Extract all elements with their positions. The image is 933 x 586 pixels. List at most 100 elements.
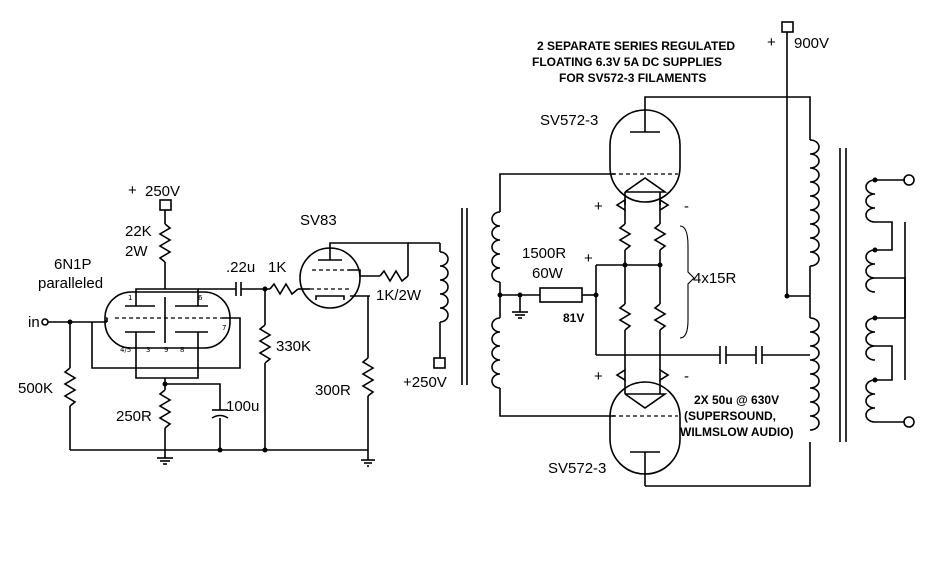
anode-resistor-power: 2W: [125, 243, 148, 260]
cathode-cap-wire: [165, 383, 221, 410]
sv83-cathode: [315, 295, 345, 300]
grid-stopper-label: 1K: [268, 259, 286, 276]
interstage-transformer: +250V 1500R 60W 81V: [403, 173, 615, 417]
opt-secondary-1: [865, 179, 876, 223]
bottom-sv572-label: SV572-3: [548, 460, 606, 477]
input-label: in: [28, 314, 40, 331]
b-plus-900-sign: +: [767, 34, 776, 51]
cathode-parallel-wire: [135, 332, 199, 379]
sec-link-3: [875, 345, 893, 381]
cathode-common-junction: [593, 292, 599, 298]
sv83-anode-to-opt-wire: [329, 242, 409, 256]
grid-parallel-wire: [91, 317, 241, 369]
b-plus-250-terminal-bottom: [433, 357, 446, 369]
sv83-stage: .22u 1K 330K SV83 1K/2W 300R: [198, 212, 430, 467]
cathode-resistor-250r: [158, 389, 172, 429]
fil-resistor-3: [618, 303, 632, 331]
bottom-anode-to-opt-wire: [645, 442, 811, 487]
supply-note-line-2: FLOATING 6.3V 5A DC SUPPLIES: [532, 55, 722, 69]
top-fil-plus: +: [594, 198, 603, 215]
coupling-cap-label: .22u: [226, 259, 255, 276]
bottom-fil-minus: -: [684, 368, 689, 385]
caps-note-line-2: (SUPERSOUND,: [684, 409, 776, 423]
grid-leak-330k: [258, 324, 272, 364]
6n1p-name: 6N1P: [54, 256, 92, 273]
pin-4-5: 4/5: [120, 346, 131, 354]
interstage-secondary-bottom: [491, 317, 501, 389]
b-plus-900-label: 900V: [794, 35, 829, 52]
screen-resistor-1k-2w: [379, 269, 409, 283]
bias-resistor-1500r: [539, 287, 583, 303]
bias-junction-left: [497, 292, 503, 298]
pin-9: 9: [164, 346, 168, 354]
b-plus-top-sign: +: [128, 182, 137, 199]
b-plus-250-top-label: 250V: [145, 183, 180, 200]
opt-secondary-3: [865, 317, 876, 361]
top-sv572-label: SV572-3: [540, 112, 598, 129]
bottom-sv572-filament: [624, 393, 668, 409]
fil-resistor-2: [653, 223, 667, 251]
top-sv572-filament: [624, 177, 668, 193]
fil-mid-junction-2: [657, 262, 663, 268]
pin-7: 7: [222, 324, 226, 332]
supply-note-line-3: FOR SV572-3 FILAMENTS: [559, 71, 706, 85]
bottom-grid-wire: [499, 388, 615, 417]
bias-voltage-label: 81V: [563, 311, 584, 325]
bottom-fil-arrows: [615, 368, 670, 382]
opt-secondary-2: [865, 249, 876, 293]
b-plus-250-bottom-label: +250V: [403, 374, 447, 391]
fil-mid-junction-1: [622, 262, 628, 268]
opt-primary-top: [809, 139, 820, 267]
grid-stopper-1k: [269, 282, 299, 296]
output-transformer: + 900V: [767, 21, 915, 442]
notes: 2 SEPARATE SERIES REGULATED FLOATING 6.3…: [532, 39, 794, 439]
bottom-fil-plus: +: [594, 368, 603, 385]
sec-link-1: [875, 221, 893, 251]
caps-note-line-3: WILMSLOW AUDIO): [680, 425, 794, 439]
fil-resistor-4: [653, 303, 667, 331]
anode-resistor-22k: [158, 223, 172, 263]
opt-primary-bottom: [809, 317, 820, 431]
input-stage: in 500K 1 6 2 7 4/5 3 9 8 6N1P parallele…: [18, 182, 368, 465]
sec-link-2: [875, 277, 906, 319]
ground-junction-1: [217, 447, 223, 453]
top-output-tube: SV572-3 + -: [540, 96, 790, 215]
fil-resistor-bracket: [679, 225, 695, 339]
pin-1: 1: [128, 294, 132, 302]
interstage-secondary-top: [491, 211, 501, 283]
fil-resistor-label: 4x15R: [693, 270, 737, 287]
sv83-cathode-resistor-300r: [361, 357, 375, 397]
input-resistor-label: 500K: [18, 380, 53, 397]
opt-secondary-4: [865, 379, 876, 423]
sv83-cathode-resistor-label: 300R: [315, 382, 351, 399]
caps-note-line-1: 2X 50u @ 630V: [694, 393, 779, 407]
cathode-cap-plate-2: [211, 414, 229, 419]
fil-resistor-1: [618, 223, 632, 251]
cathode-resistor-label: 250R: [116, 408, 152, 425]
6n1p-note: paralleled: [38, 275, 103, 292]
pin-6: 6: [198, 294, 203, 302]
bias-resistor-label: 1500R: [522, 245, 566, 262]
b-plus-250-terminal-top: [159, 199, 172, 211]
cathode-cap-label: 100u: [226, 398, 259, 415]
filament-resistors: + 4x15R: [584, 210, 810, 370]
interstage-primary: [430, 242, 449, 323]
pin-8: 8: [180, 346, 184, 354]
screen-resistor-label: 1K/2W: [376, 287, 422, 304]
bias-resistor-power: 60W: [532, 265, 564, 282]
input-terminal: [41, 318, 49, 326]
pin-3: 3: [146, 346, 150, 354]
supply-note-line-1: 2 SEPARATE SERIES REGULATED: [537, 39, 735, 53]
6n1p-envelope: [104, 291, 231, 349]
sv83-label: SV83: [300, 212, 337, 229]
bottom-output-tube: + - SV572-3: [548, 368, 811, 487]
anode-resistor-label: 22K: [125, 223, 152, 240]
top-fil-minus: -: [684, 198, 689, 215]
input-resistor-500k: [63, 367, 77, 407]
grid-leak-label: 330K: [276, 338, 311, 355]
top-anode-to-opt-wire: [644, 96, 790, 100]
output-terminal-top: [903, 174, 915, 186]
output-terminal-bottom: [903, 416, 915, 428]
top-fil-arrows: [615, 198, 670, 212]
